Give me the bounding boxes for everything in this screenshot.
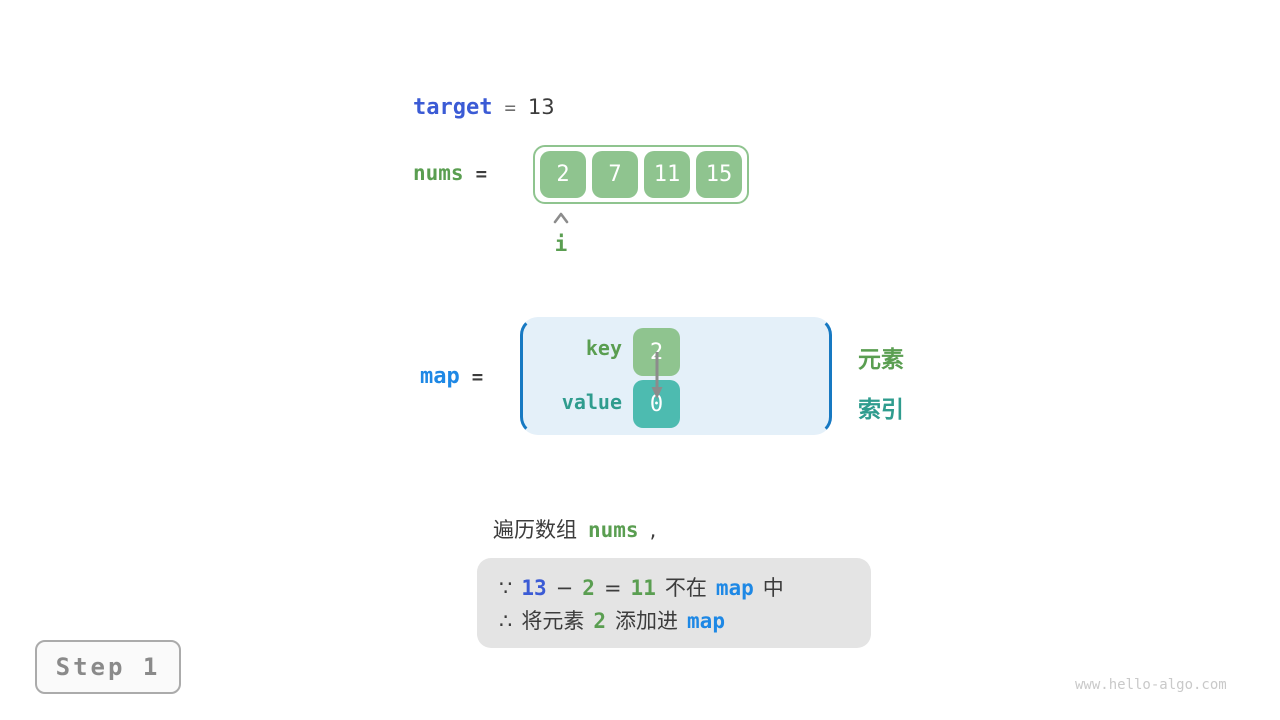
note-token: map xyxy=(687,608,725,633)
target-equals: = xyxy=(504,97,516,119)
note-box: ∵ 13 − 2 = 11 不在 map 中 ∴ 将元素 2 添加进 map xyxy=(477,558,871,648)
nums-array: 2 7 11 15 xyxy=(533,145,749,204)
note-token: 不在 xyxy=(664,575,707,600)
map-line: map = xyxy=(420,364,483,389)
note-token: 中 xyxy=(762,575,784,600)
index-label: 索引 xyxy=(858,397,904,423)
caption-comma: , xyxy=(649,518,657,542)
note-token: ∴ xyxy=(499,608,513,633)
note-token: 2 xyxy=(582,575,595,600)
step-label: Step 1 xyxy=(55,653,161,681)
note-line-2: ∴ 将元素 2 添加进 map xyxy=(499,605,849,635)
note-token: 添加进 xyxy=(615,608,679,633)
nums-equals: = xyxy=(475,163,488,185)
element-label: 元素 xyxy=(858,347,904,373)
target-value: 13 xyxy=(527,95,555,119)
note-token: = xyxy=(603,575,622,600)
caption-code: nums xyxy=(588,518,639,542)
note-line-1: ∵ 13 − 2 = 11 不在 map 中 xyxy=(499,572,849,602)
array-cell: 11 xyxy=(644,151,690,198)
index-pointer-label: i xyxy=(554,232,568,256)
watermark: www.hello-algo.com xyxy=(1075,677,1227,693)
caret-up-icon xyxy=(552,210,570,224)
note-token: − xyxy=(555,575,574,600)
step-badge: Step 1 xyxy=(35,640,181,694)
array-cell: 15 xyxy=(696,151,742,198)
value-label: value xyxy=(561,390,622,414)
map-equals: = xyxy=(471,366,484,388)
note-token: 2 xyxy=(593,608,607,633)
note-token: 11 xyxy=(630,575,656,600)
note-token: 13 xyxy=(521,575,547,600)
note-token: 将元素 xyxy=(521,608,585,633)
nums-label: nums xyxy=(413,161,464,185)
caption-line: 遍历数组 nums , xyxy=(493,514,656,544)
key-label: key xyxy=(585,336,622,360)
map-container: key value 2 0 xyxy=(520,317,832,435)
note-token: ∵ xyxy=(499,575,513,600)
nums-line: nums = xyxy=(413,161,487,185)
map-label: map xyxy=(420,364,460,389)
key-to-value-arrow-icon xyxy=(650,352,664,404)
array-cell: 7 xyxy=(592,151,638,198)
target-label: target xyxy=(413,95,493,120)
note-token: map xyxy=(715,575,754,600)
caption-prefix: 遍历数组 xyxy=(493,518,577,542)
target-line: target = 13 xyxy=(413,95,555,120)
array-cell: 2 xyxy=(540,151,586,198)
